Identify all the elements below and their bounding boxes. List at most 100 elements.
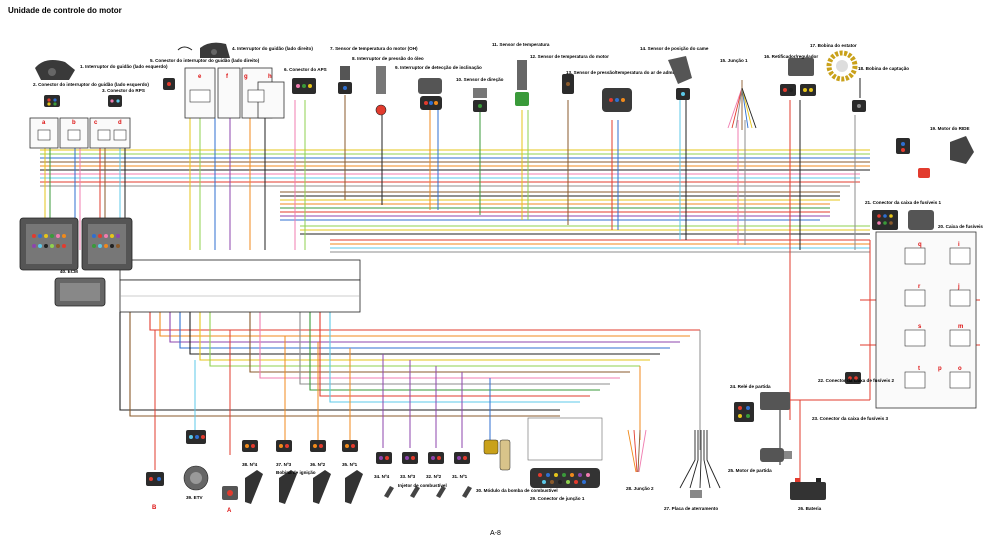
wire: [259, 312, 620, 379]
stator-c17: 17. Bobina do estator: [810, 43, 858, 82]
off-page-ref-b: B: [146, 472, 164, 511]
sensor-c10: 10. Sensor de direção: [456, 77, 504, 112]
label-c30: 30. Módulo da bomba de combustível: [476, 488, 558, 493]
label-c38: 38. Nº4: [242, 462, 258, 467]
label-c2: 2. Conector do interruptor do guidão (la…: [33, 82, 149, 87]
label-c19: 19. Motor do RIDE: [930, 126, 970, 131]
coil-c36: 36. Nº2: [310, 440, 331, 504]
wire: [319, 312, 590, 397]
handlebar-switch-left: 1. Interruptor do guidão (lado esquerdo): [35, 60, 168, 80]
label-c36: 36. Nº2: [310, 462, 326, 467]
fuse-box-c20: q i j r s m o p t 20. Caixa de fusíveis: [875, 224, 983, 409]
wire: [149, 312, 700, 331]
ignition-coils: 38. Nº4 37. Nº3 36. Nº2 35. Nº1 Bobina d…: [242, 440, 363, 504]
label-c25: 25. Motor de partida: [728, 468, 772, 473]
junction-connector-c29: 29. Conector de junção 1: [527, 417, 603, 501]
label-c16: 16. Retificador/regulador: [764, 54, 818, 59]
label-coil-group: Bobina de ignição: [276, 470, 316, 475]
wire-drops: [154, 330, 701, 470]
wire: [249, 312, 630, 373]
label-c12: 12. Sensor de temperatura do motor: [530, 54, 609, 59]
fuse-cells: [904, 247, 971, 389]
injector-c32: 32. Nº2: [426, 452, 446, 498]
coil-c38: 38. Nº4: [242, 440, 263, 504]
label-c10: 10. Sensor de direção: [456, 77, 504, 82]
label-c23: 23. Conector da caixa de fusíveis 3: [812, 416, 889, 421]
label-c28: 28. Junção 2: [626, 486, 654, 491]
starter-relay-c24: 24. Relé de partida: [730, 384, 790, 422]
wire: [159, 312, 690, 337]
switch-letter-g: g: [244, 74, 248, 80]
label-c27: 27. Placa de aterramento: [664, 506, 718, 511]
wire: [119, 312, 560, 411]
handlebar-switch-right: 4. Interruptor do guidão (lado direito): [177, 42, 313, 58]
label-c17: 17. Bobina do estator: [810, 43, 857, 48]
pickup-c18: 18. Bobina de captação: [852, 66, 909, 112]
label-c20: 20. Caixa de fusíveis: [938, 224, 983, 229]
regulator-c16: 16. Retificador/regulador: [764, 54, 818, 96]
off-page-ref-a: A: [222, 486, 238, 514]
label-ecm: 40. ECM: [60, 269, 78, 274]
injector-c31: 31. Nº1: [452, 452, 472, 498]
switch-frames-right: e f g h: [184, 67, 285, 119]
fuse-letter-q: q: [918, 242, 922, 248]
wire: [179, 312, 670, 349]
coil-c35: 35. Nº1: [342, 440, 363, 504]
fuse-letter-o: o: [958, 366, 962, 372]
label-injector-group: Injetor de combustível: [398, 483, 447, 488]
wire-bundle-main: [40, 149, 870, 253]
fuse-conn-c22: 22. Conector da caixa de fusíveis 2: [818, 372, 895, 384]
fuse-letter-j: j: [957, 284, 960, 290]
fuse-letter-s: s: [918, 324, 922, 330]
label-c31: 31. Nº1: [452, 474, 468, 479]
label-c18: 18. Bobina de captação: [858, 66, 909, 71]
wire: [309, 312, 600, 391]
fuse-letter-t: t: [918, 366, 920, 372]
ecm-unit: 40. ECM: [19, 217, 133, 307]
switch-letter-e: e: [198, 74, 202, 80]
sensor-c7: 7. Sensor de temperatura do motor (OH): [330, 46, 418, 94]
battery-c26: 26. Bateria: [790, 478, 826, 511]
page-title: Unidade de controle do motor: [8, 6, 122, 15]
fuse-conn-c21: 21. Conector da caixa de fusíveis 1: [865, 200, 942, 230]
sensor-c13: 13. Sensor de pressão/temperatura do ar …: [566, 70, 684, 112]
label-c7: 7. Sensor de temperatura do motor (OH): [330, 46, 418, 51]
sensor-c12: 12. Sensor de temperatura do motor: [530, 54, 609, 94]
junction-c15: 15. Junção 1: [720, 58, 757, 130]
etv-c39: 39. ETV: [183, 430, 209, 500]
switch-letter-f: f: [226, 74, 229, 80]
wire: [169, 312, 680, 343]
wire: [199, 312, 650, 361]
label-c5: 5. Conector do interruptor do guidão (la…: [150, 58, 260, 63]
page-number: A-8: [490, 530, 501, 537]
fuse-conn-c23: 23. Conector da caixa de fusíveis 3: [812, 416, 889, 421]
wire: [129, 312, 560, 417]
label-c15: 15. Junção 1: [720, 58, 748, 63]
injector-c33: 33. Nº3: [400, 452, 420, 498]
ground-plate-c27: 27. Placa de aterramento: [664, 430, 721, 511]
injectors: 34. Nº4 33. Nº3 32. Nº2 31. Nº1 Injetor …: [374, 452, 472, 498]
label-c35: 35. Nº1: [342, 462, 358, 467]
label-c1: 1. Interruptor do guidão (lado esquerdo): [80, 64, 168, 69]
ecm-connector-block: [119, 259, 361, 313]
label-c14: 14. Sensor de posição do came: [640, 46, 709, 51]
wire: [189, 312, 660, 355]
label-c3: 3. Conector do RPS: [102, 88, 145, 93]
conn-c5: 5. Conector do interruptor do guidão (la…: [150, 58, 260, 90]
off-page-a: A: [227, 508, 232, 514]
junction-c28: 28. Junção 2: [626, 429, 654, 491]
label-c33: 33. Nº3: [400, 474, 416, 479]
ecm-pins: [32, 234, 120, 248]
label-c21: 21. Conector da caixa de fusíveis 1: [865, 200, 942, 205]
starter-motor-c25: 25. Motor de partida: [728, 448, 792, 473]
conn-c2: 2. Conector do interruptor do guidão (la…: [33, 82, 149, 107]
fuel-pump-c30: 30. Módulo da bomba de combustível: [476, 439, 558, 493]
label-c8: 8. Interruptor de pressão do óleo: [352, 56, 424, 61]
wire-bundle-lower: [119, 312, 700, 417]
switch-letter-c: c: [94, 120, 98, 126]
label-c9: 9. Interruptor de detecção de inclinação: [395, 65, 482, 70]
switch-frames-left: a b c d: [29, 117, 131, 149]
sensor-c14: 14. Sensor de posição do came: [640, 46, 709, 100]
sensor-c9: 9. Interruptor de detecção de inclinação: [395, 65, 482, 110]
switch-letter-b: b: [72, 120, 76, 126]
